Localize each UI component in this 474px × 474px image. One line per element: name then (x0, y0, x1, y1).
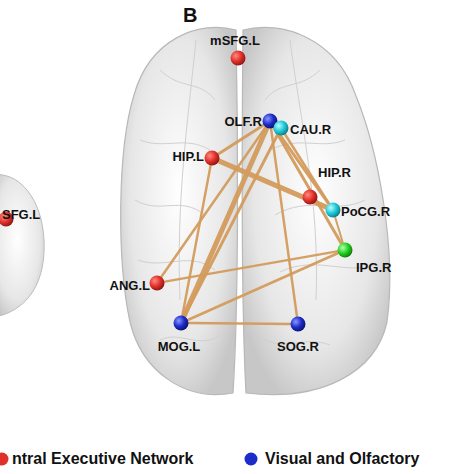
region-label: HIP.R (318, 165, 351, 180)
region-label: MOG.L (158, 339, 201, 354)
region-sphere (273, 120, 289, 136)
region-label: ANG.L (110, 278, 150, 293)
legend-entry: ntral Executive Network (12, 450, 193, 468)
brain-hemispheres (121, 27, 390, 394)
brain-region-node: MOG.L (173, 315, 189, 331)
region-sphere (290, 316, 306, 332)
region-label: CAU.R (290, 122, 331, 137)
region-sphere (337, 242, 353, 258)
region-sphere (230, 50, 246, 66)
region-label: HIP.L (172, 149, 204, 164)
legend-entry: Visual and Olfactory (265, 450, 419, 468)
region-label: mSFG.L (210, 33, 260, 48)
brain-region-node: ANG.L (149, 275, 165, 291)
connectivity-edge (188, 253, 337, 319)
connectivity-edge (162, 128, 266, 277)
brain-region-node: mSFG.L (230, 50, 246, 66)
connectivity-edge (219, 161, 325, 207)
region-sphere (149, 275, 165, 291)
connectivity-edge (335, 218, 342, 243)
region-label: OLF.R (224, 114, 262, 129)
brain-region-node: IPG.R (337, 242, 353, 258)
legend-swatch (244, 452, 258, 466)
brain-region-node: HIP.R (302, 189, 318, 205)
region-sphere (325, 202, 341, 218)
region-label: SOG.R (277, 339, 319, 354)
legend-swatch (0, 452, 9, 466)
connectivity-edge (189, 322, 290, 325)
panel-letter: B (183, 4, 197, 27)
brain-region-node: SFG.L (0, 211, 14, 227)
connectivity-edge (165, 251, 337, 281)
region-label: PoCG.R (341, 204, 390, 219)
brain-region-node: HIP.L (204, 150, 220, 166)
connectivity-edge (271, 129, 297, 316)
brain-region-node: CAU.R (273, 120, 289, 136)
legend-text: ntral Executive Network (12, 450, 193, 467)
connectivity-edge (274, 128, 341, 243)
region-label: SFG.L (2, 207, 40, 222)
brain-region-node: PoCG.R (325, 202, 341, 218)
region-sphere (302, 189, 318, 205)
legend-text: Visual and Olfactory (265, 450, 419, 467)
left-brain-fragment (0, 174, 44, 318)
region-label: IPG.R (356, 260, 391, 275)
brain-region-node: SOG.R (290, 316, 306, 332)
region-sphere (204, 150, 220, 166)
region-sphere (173, 315, 189, 331)
